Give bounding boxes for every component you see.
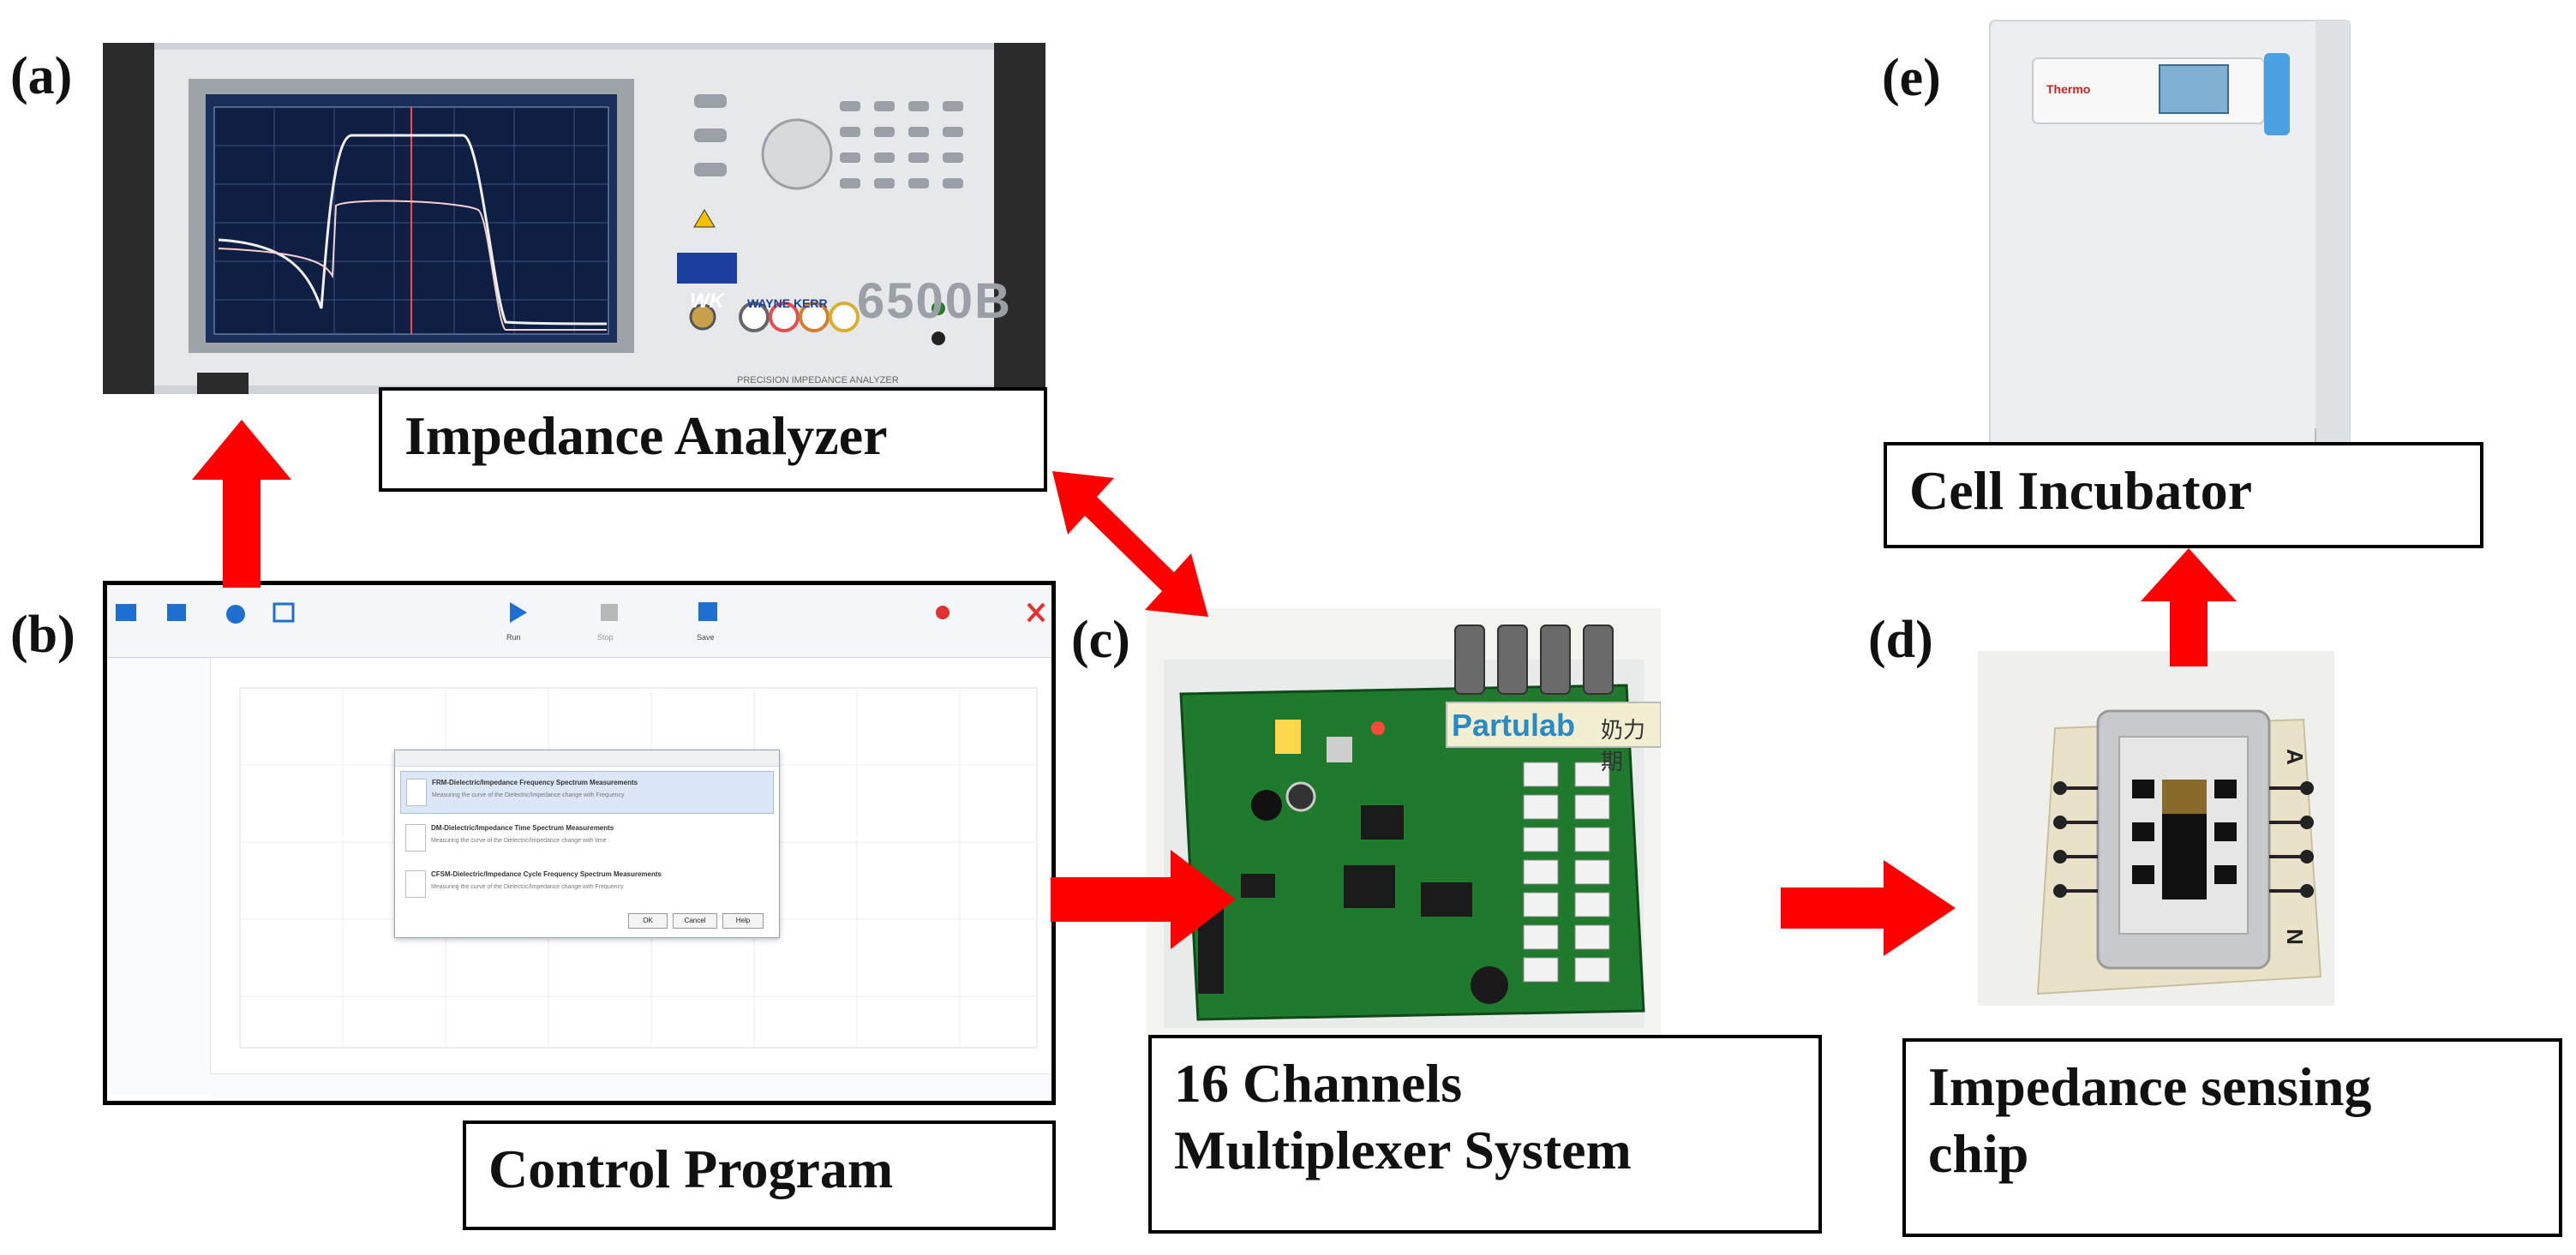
toolbar-save-label: Save: [697, 633, 715, 642]
analyzer-subtitle: PRECISION IMPEDANCE ANALYZER: [737, 375, 899, 385]
cell-incubator-illustration: [1989, 20, 2351, 445]
multiplexer-board-photo: Partulab 奶力期: [1147, 608, 1661, 1037]
panel-label-c: (c): [1071, 611, 1130, 669]
cell-incubator-photo: Thermo: [1938, 9, 2401, 445]
option-icon: [406, 779, 427, 806]
caption-control-program-text: Control Program: [488, 1138, 894, 1199]
caption-chip-line2: chip: [1928, 1123, 2029, 1185]
stop-icon[interactable]: [601, 604, 618, 621]
panel-label-e: (e): [1882, 49, 1941, 107]
option-desc: Measuring the curve of the Dielectric/Im…: [431, 884, 624, 890]
arrow-multiplexer-to-chip: [1781, 860, 1956, 956]
caption-impedance-analyzer: Impedance Analyzer: [379, 387, 1047, 492]
panel-label-d: (d): [1868, 611, 1933, 669]
option-title: CFSM-Dielectric/Impedance Cycle Frequenc…: [431, 870, 662, 878]
arrow-program-to-analyzer: [192, 420, 291, 588]
chip-mark-n: N: [2281, 929, 2308, 945]
caption-control-program: Control Program: [463, 1121, 1056, 1230]
wk-logo-box: [677, 253, 737, 284]
analyzer-model: 6500B: [857, 273, 1012, 329]
impedance-analyzer-illustration: [103, 43, 1045, 394]
board-brand-cn: 奶力期: [1601, 718, 1646, 775]
toolbar-run-label: Run: [506, 633, 521, 642]
option-icon: [405, 870, 426, 898]
program-toolbar: Run Stop Save: [107, 585, 1051, 658]
caption-impedance-analyzer-text: Impedance Analyzer: [404, 405, 888, 466]
run-icon[interactable]: [510, 602, 527, 623]
option-title: DM-Dielectric/Impedance Time Spectrum Me…: [431, 824, 614, 832]
program-side-panel: [107, 658, 211, 1095]
dialog-option-frm[interactable]: FRM-Dielectric/Impedance Frequency Spect…: [400, 771, 774, 814]
option-icon: [405, 824, 426, 852]
option-title: FRM-Dielectric/Impedance Frequency Spect…: [432, 779, 638, 786]
incubator-brand: Thermo: [2046, 82, 2091, 96]
caption-cell-incubator-text: Cell Incubator: [1909, 460, 2252, 521]
toolbar-icons: [116, 602, 1045, 624]
caption-multiplexer-line1: 16 Channels: [1174, 1053, 1463, 1114]
arrow-chip-to-incubator: [2141, 548, 2237, 666]
save-icon[interactable]: [698, 602, 717, 621]
caption-cell-incubator: Cell Incubator: [1884, 442, 2483, 548]
dialog-titlebar: [395, 750, 779, 767]
dialog-cancel-button[interactable]: Cancel: [673, 913, 717, 929]
toolbar-stop-label: Stop: [597, 633, 614, 642]
caption-impedance-sensing-chip: Impedance sensing chip: [1902, 1038, 2562, 1237]
control-program-window: Run Stop Save FRM-Dielectric/Impedance F…: [103, 581, 1056, 1105]
dialog-option-dm[interactable]: DM-Dielectric/Impedance Time Spectrum Me…: [400, 817, 772, 858]
dialog-help-button[interactable]: Help: [722, 913, 764, 929]
chip-mark-a: A: [2281, 749, 2308, 765]
multiplexer-board-illustration: [1164, 625, 1661, 1028]
option-desc: Measuring the curve of the Dielectric/Im…: [431, 838, 607, 844]
arrow-analyzer-multiplexer: [1052, 471, 1208, 617]
caption-multiplexer-line2: Multiplexer System: [1174, 1120, 1632, 1181]
analyzer-brand: WAYNE KERR: [747, 296, 828, 310]
measurement-dialog: FRM-Dielectric/Impedance Frequency Spect…: [394, 750, 780, 938]
program-message-bar: [210, 1073, 1051, 1101]
board-brand: Partulab: [1452, 708, 1576, 743]
dialog-ok-button[interactable]: OK: [628, 913, 668, 929]
option-desc: Measuring the curve of the Dielectric/Im…: [432, 792, 625, 798]
dialog-option-cfsm[interactable]: CFSM-Dielectric/Impedance Cycle Frequenc…: [400, 864, 772, 905]
arrow-program-to-multiplexer: [1051, 850, 1236, 949]
analyzer-logo: WK: [690, 290, 724, 313]
caption-chip-line1: Impedance sensing: [1928, 1056, 2372, 1117]
caption-multiplexer-system: 16 Channels Multiplexer System: [1148, 1035, 1822, 1234]
sensing-chip-photo: A N: [1978, 651, 2334, 1006]
impedance-analyzer-photo: WK WAYNE KERR 6500B PRECISION IMPEDANCE …: [103, 34, 1045, 394]
panel-label-a: (a): [10, 47, 73, 105]
panel-label-b: (b): [10, 606, 75, 664]
sensing-chip-illustration: [2036, 709, 2322, 995]
